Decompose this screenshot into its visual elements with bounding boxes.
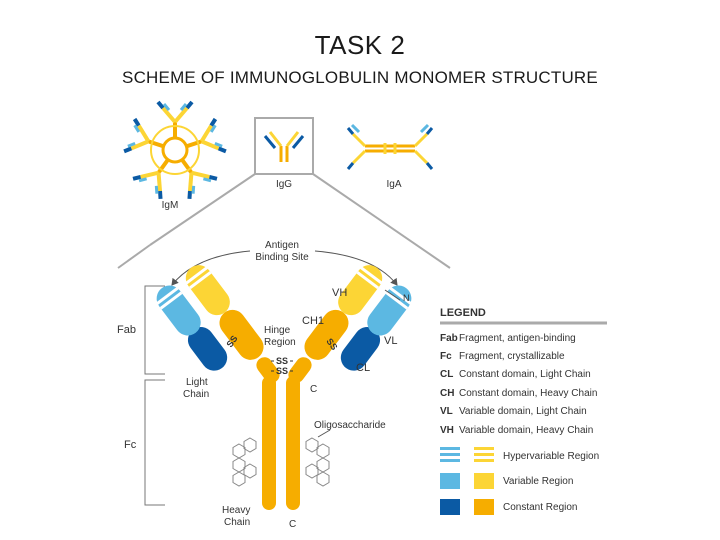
vh-label: VH	[332, 287, 347, 299]
light-chain-label-2: Chain	[183, 389, 209, 400]
igm-label: IgM	[162, 200, 179, 211]
igm-pentamer-icon	[122, 100, 228, 199]
legend-abbr-vh: VH	[440, 425, 454, 436]
heavy-chain-label-1: Heavy	[222, 505, 250, 516]
legend-abbr-fc: Fc	[440, 351, 452, 362]
antigen-binding-site-label-2: Binding Site	[255, 252, 309, 263]
legend-text-vh: Variable domain, Heavy Chain	[459, 425, 593, 436]
legend-title: LEGEND	[440, 307, 486, 319]
cl-label: CL	[356, 362, 370, 374]
igg-icon	[263, 131, 305, 162]
swatch-constant	[440, 499, 494, 515]
fc-label: Fc	[124, 439, 137, 451]
swatch-variable	[440, 473, 494, 489]
page-subtitle: SCHEME OF IMMUNOGLOBULIN MONOMER STRUCTU…	[122, 68, 598, 87]
swatch-label-hypervariable: Hypervariable Region	[503, 451, 599, 462]
iga-label: IgA	[386, 179, 401, 190]
page-title: TASK 2	[314, 30, 406, 60]
ch1-label: CH1	[302, 315, 324, 327]
n-terminus-label: N	[403, 293, 410, 303]
oligosaccharide-label: Oligosaccharide	[314, 420, 386, 431]
ss-bond-label-1: SS	[276, 356, 288, 366]
legend-abbr-ch: CH	[440, 388, 454, 399]
legend-abbr-vl: VL	[440, 406, 453, 417]
heavy-chain-label-2: Chain	[224, 517, 250, 528]
legend-text-cl: Constant domain, Light Chain	[459, 369, 591, 380]
antigen-binding-site-label-1: Antigen	[265, 240, 299, 251]
legend-abbr-cl: CL	[440, 369, 453, 380]
light-chain-label-1: Light	[186, 377, 208, 388]
igg-label: IgG	[276, 179, 292, 190]
legend-text-fab: Fragment, antigen-binding	[459, 333, 576, 344]
vl-label: VL	[384, 335, 397, 347]
antibody-structure	[156, 265, 412, 510]
ss-bond-label-2: SS	[276, 366, 288, 376]
igg-box	[254, 117, 314, 175]
legend-text-fc: Fragment, crystallizable	[459, 351, 565, 362]
legend-abbr-fab: Fab	[440, 333, 458, 344]
iga-dimer-icon	[346, 123, 434, 170]
fab-label: Fab	[117, 324, 136, 336]
legend: LEGEND Fab Fragment, antigen-binding Fc …	[440, 307, 607, 515]
c-terminus-heavy-label: C	[289, 519, 296, 530]
legend-text-ch: Constant domain, Heavy Chain	[459, 388, 597, 399]
hinge-region-label-2: Region	[264, 337, 296, 348]
c-terminus-light-label: C	[310, 384, 317, 395]
hinge-region-label-1: Hinge	[264, 325, 291, 336]
swatch-label-variable: Variable Region	[503, 476, 573, 487]
swatch-hypervariable	[440, 447, 494, 462]
legend-text-vl: Variable domain, Light Chain	[459, 406, 587, 417]
swatch-label-constant: Constant Region	[503, 502, 578, 513]
